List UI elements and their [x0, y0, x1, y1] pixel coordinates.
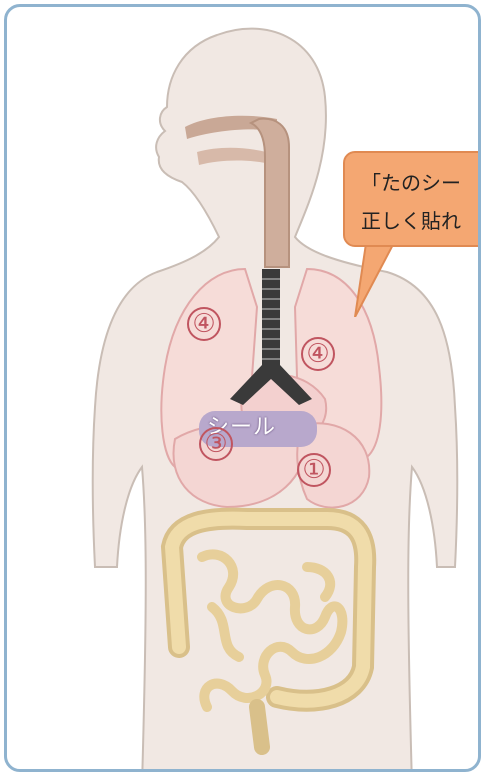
organ-label-liver: ③ [199, 427, 233, 461]
organ-label-lung-left: ④ [301, 337, 335, 371]
body-illustration [7, 7, 481, 772]
callout-tail [347, 237, 407, 317]
organ-label-lung-right: ④ [187, 307, 221, 341]
callout-line-2: 正しく貼れ [361, 205, 461, 234]
callout-line-1: 「たのシー [361, 167, 461, 196]
diagram-frame: シール ④ ④ ③ ① 「たのシー 正しく貼れ [4, 4, 481, 772]
rectum [257, 707, 262, 747]
organ-label-stomach: ① [297, 453, 331, 487]
